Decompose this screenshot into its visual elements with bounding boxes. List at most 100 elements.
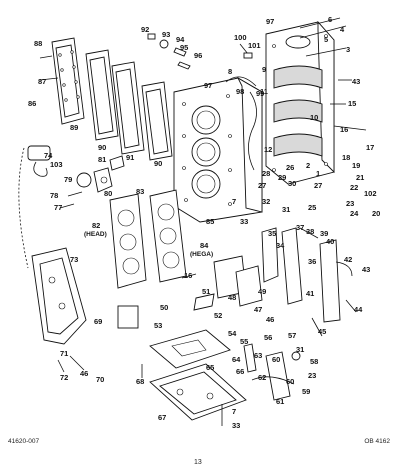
- callout-95: 95: [180, 43, 188, 52]
- callout-84: 84: [200, 241, 209, 250]
- callout-31: 31: [282, 205, 290, 214]
- callout-64: 64: [232, 355, 241, 364]
- callout-98: 98: [236, 87, 244, 96]
- callout-74: 74: [44, 151, 53, 160]
- callout-7b: 7: [232, 407, 236, 416]
- callout-97: 97: [204, 81, 212, 90]
- callout-3: 3: [346, 45, 350, 54]
- callout-30: 30: [288, 179, 296, 188]
- callout-45: 45: [318, 327, 326, 336]
- callout-47: 47: [254, 305, 262, 314]
- callout-90: 90: [98, 143, 106, 152]
- callout-12: 12: [264, 145, 272, 154]
- thermostat-parts: [27, 145, 125, 209]
- callout-83: 83: [136, 187, 144, 196]
- callout-19: 19: [352, 161, 360, 170]
- callout-23b: 23: [308, 371, 316, 380]
- callout-90: 90: [154, 159, 162, 168]
- callout-21: 21: [356, 173, 364, 182]
- callout-81: 81: [98, 155, 106, 164]
- callout-26: 26: [286, 163, 294, 172]
- callout-40: 40: [326, 237, 334, 246]
- callout-labels: 88 87 86 89 90 91 90 92 93 94 95 96 100 …: [28, 15, 380, 430]
- callout-97: 97: [266, 17, 274, 26]
- callout-94: 94: [176, 35, 185, 44]
- callout-33b: 33: [232, 421, 240, 430]
- callout-52: 52: [214, 311, 222, 320]
- callout-51: 51: [202, 287, 210, 296]
- callout-60b: 60: [286, 377, 294, 386]
- callout-62: 62: [258, 373, 266, 382]
- callout-65: 65: [206, 363, 214, 372]
- callout-55: 55: [240, 337, 248, 346]
- callout-78: 78: [50, 191, 58, 200]
- callout-24: 24: [350, 209, 359, 218]
- callout-82-sub: (HEAD): [84, 231, 107, 238]
- callout-32: 32: [262, 197, 270, 206]
- callout-46b: 46: [80, 369, 88, 378]
- callout-34: 34: [276, 241, 285, 250]
- callout-102: 102: [364, 189, 377, 198]
- callout-28: 28: [262, 169, 270, 178]
- callout-88: 88: [34, 39, 42, 48]
- callout-58: 58: [310, 357, 318, 366]
- callout-82: 82: [92, 221, 100, 230]
- callout-16: 16: [340, 125, 348, 134]
- callout-61: 61: [276, 397, 284, 406]
- callout-79: 79: [64, 175, 72, 184]
- callout-41: 41: [306, 289, 314, 298]
- lower-bolts: [57, 355, 223, 426]
- callout-4: 4: [340, 25, 345, 34]
- callout-57: 57: [288, 331, 296, 340]
- callout-69: 69: [94, 317, 102, 326]
- callout-68: 68: [136, 377, 144, 386]
- callout-5: 5: [324, 35, 328, 44]
- callout-18: 18: [342, 153, 350, 162]
- crankcase: [265, 20, 335, 185]
- callout-56: 56: [264, 333, 272, 342]
- callout-59: 59: [302, 387, 310, 396]
- callout-96: 96: [194, 51, 202, 60]
- callout-42: 42: [344, 255, 352, 264]
- callout-43: 43: [362, 265, 370, 274]
- callout-48: 48: [228, 293, 236, 302]
- callout-60: 60: [272, 355, 280, 364]
- callout-10: 10: [310, 113, 318, 122]
- callout-70: 70: [96, 375, 104, 384]
- callout-67: 67: [158, 413, 166, 422]
- page-number: 13: [194, 459, 202, 466]
- callout-73: 73: [70, 255, 78, 264]
- callout-37: 37: [296, 223, 304, 232]
- callout-50: 50: [160, 303, 168, 312]
- lower-linkage: [243, 343, 301, 401]
- callout-46: 46: [266, 315, 274, 324]
- callout-27: 27: [258, 181, 266, 190]
- side-plate-73: [31, 247, 87, 345]
- module-69: [117, 305, 139, 329]
- callout-31b: 31: [296, 345, 304, 354]
- callout-44: 44: [354, 305, 363, 314]
- exhaust-cover-assembly: [39, 37, 173, 161]
- callout-23: 23: [346, 199, 354, 208]
- callout-6: 6: [328, 15, 332, 24]
- callout-72: 72: [60, 373, 68, 382]
- callout-63: 63: [254, 351, 262, 360]
- callout-101: 101: [248, 41, 261, 50]
- callout-84-sub: (HEGA): [190, 251, 213, 258]
- callout-103: 103: [50, 160, 63, 169]
- callout-43: 43: [352, 77, 360, 86]
- callout-53: 53: [154, 321, 162, 330]
- callout-86: 86: [28, 99, 36, 108]
- callout-80: 80: [104, 189, 112, 198]
- callout-2: 2: [306, 161, 310, 170]
- callout-17: 17: [366, 143, 374, 152]
- brackets: [181, 255, 263, 311]
- callout-49: 49: [258, 287, 266, 296]
- linkage-parts: [261, 227, 357, 337]
- callout-77: 77: [54, 203, 62, 212]
- crankcase-bolts: [299, 17, 367, 131]
- callout-92: 92: [141, 25, 149, 34]
- figure-reference-left: 41620-007: [8, 438, 40, 445]
- callout-93: 93: [162, 30, 170, 39]
